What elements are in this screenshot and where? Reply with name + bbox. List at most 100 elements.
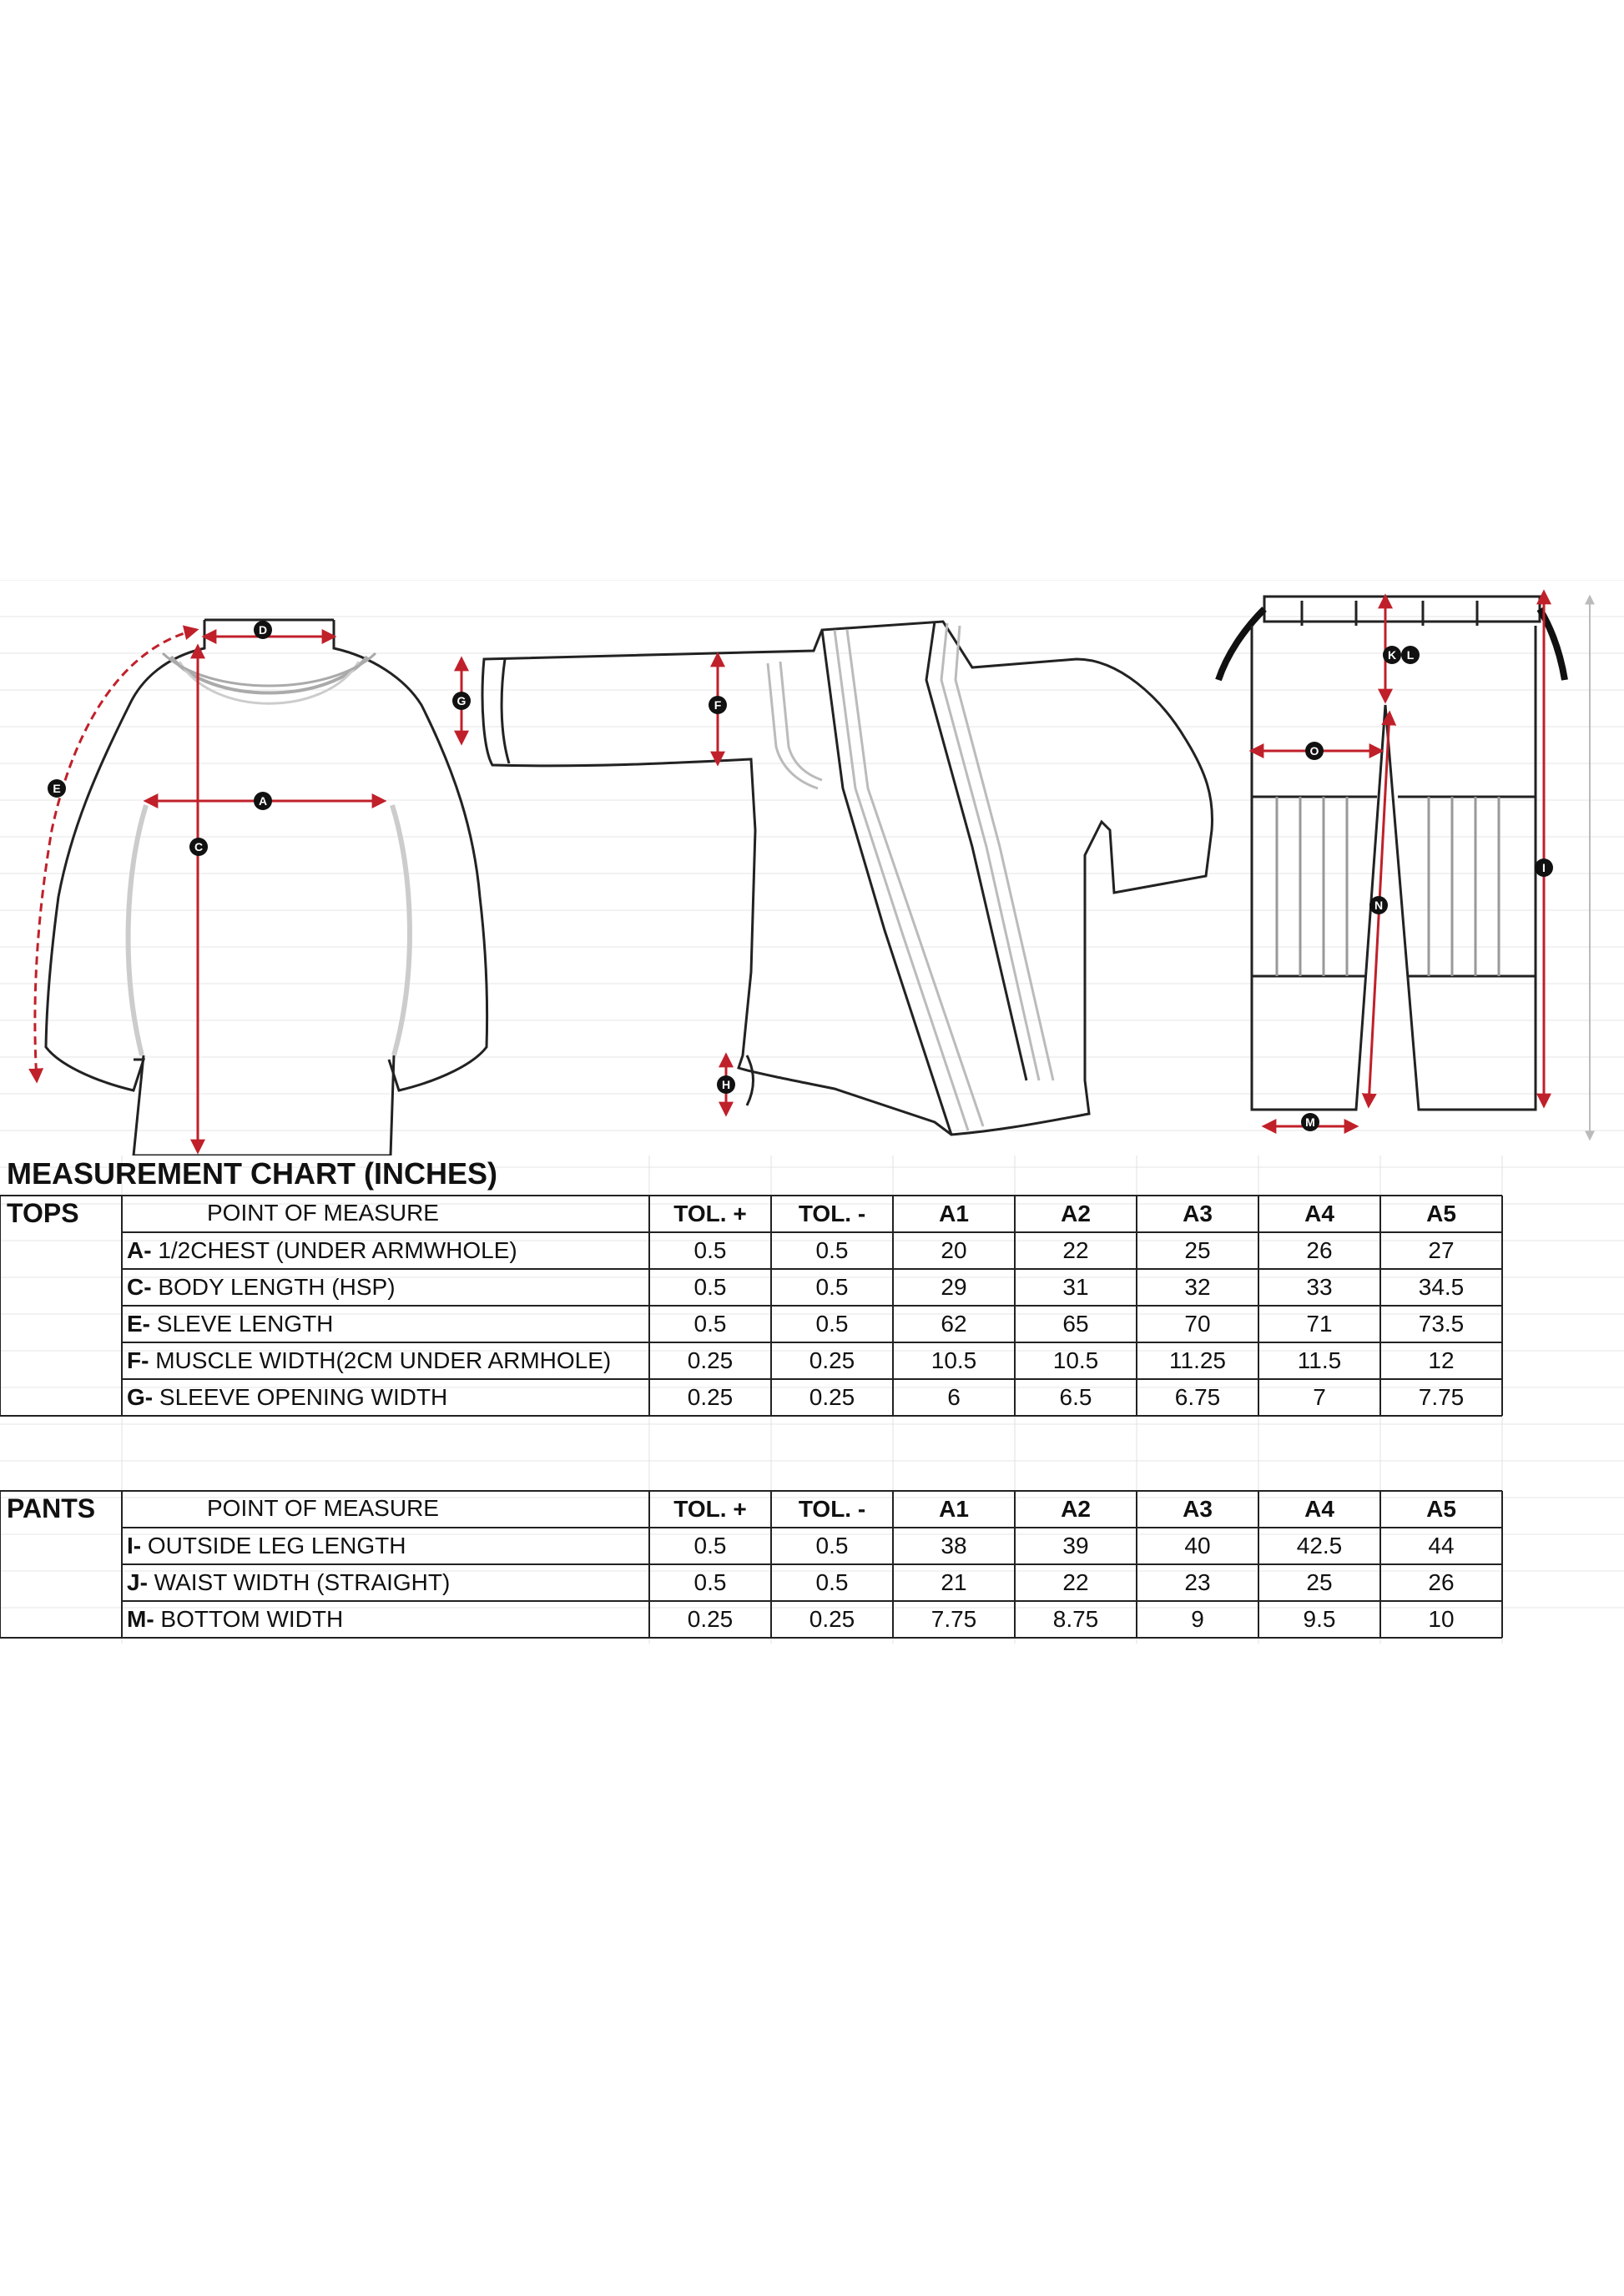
tops-row-text: MUSCLE WIDTH(2CM UNDER ARMHOLE): [149, 1347, 612, 1373]
marker-n: N: [1369, 896, 1388, 914]
pants-value-cell: 0.25: [809, 1606, 855, 1632]
tops-col-header: A5: [1426, 1201, 1456, 1226]
marker-d: D: [254, 621, 272, 639]
pants-value-cell: 8.75: [1052, 1606, 1099, 1632]
marker-a: A: [254, 792, 272, 810]
pants-value-cell: 22: [1062, 1569, 1089, 1595]
tops-value-cell: 34.5: [1418, 1274, 1465, 1300]
marker-m: M: [1301, 1113, 1319, 1131]
tops-value-cell: 31: [1062, 1274, 1089, 1300]
tops-col-header: A3: [1183, 1201, 1213, 1226]
svg-text:D: D: [259, 623, 267, 637]
svg-text:E: E: [53, 782, 60, 795]
marker-i: I: [1535, 858, 1553, 877]
tops-value-cell: 11.25: [1169, 1347, 1226, 1373]
tops-value-cell: 32: [1184, 1274, 1211, 1300]
tops-value-cell: 25: [1184, 1237, 1211, 1263]
marker-e: E: [48, 779, 66, 798]
tops-value-cell: 20: [941, 1237, 967, 1263]
tops-value-cell: 10.5: [931, 1347, 977, 1373]
chart-title: MEASUREMENT CHART (INCHES): [7, 1156, 497, 1191]
tops-row-label: G- SLEEVE OPENING WIDTH: [127, 1379, 649, 1416]
tops-row-text: SLEVE LENGTH: [150, 1311, 334, 1337]
tops-value-cell: 29: [941, 1274, 967, 1300]
marker-f: F: [709, 696, 727, 714]
pants-value-cell: 23: [1184, 1569, 1211, 1595]
marker-c: C: [189, 838, 208, 856]
svg-text:M: M: [1305, 1115, 1315, 1129]
pants-col-header: A3: [1183, 1496, 1213, 1522]
tops-value-cell: 12: [1428, 1347, 1455, 1373]
pants-value-cell: 44: [1428, 1533, 1455, 1558]
pants-col-header: TOL. +: [673, 1496, 747, 1522]
tops-row-code: C-: [127, 1274, 152, 1300]
pants-value-cell: 26: [1428, 1569, 1455, 1595]
jacket-back-measures: [28, 625, 387, 1155]
pants-value-cell: 7.75: [931, 1606, 977, 1632]
pants-front-view: [1215, 595, 1568, 1111]
tops-value-cell: 27: [1428, 1237, 1455, 1263]
tops-value-cell: 6.75: [1174, 1384, 1221, 1410]
tops-poi-header: POINT OF MEASURE: [207, 1200, 439, 1226]
marker-k: K: [1383, 646, 1401, 664]
tops-value-cell: 65: [1062, 1311, 1089, 1337]
svg-text:N: N: [1374, 899, 1383, 912]
tops-value-cell: 0.25: [809, 1347, 855, 1373]
tops-value-cell: 22: [1062, 1237, 1089, 1263]
pants-row-text: OUTSIDE LEG LENGTH: [141, 1533, 406, 1558]
pants-value-cell: 21: [941, 1569, 967, 1595]
jacket-side-view: [481, 620, 1213, 1136]
pants-value-cell: 0.5: [693, 1533, 727, 1558]
tops-value-cell: 0.5: [815, 1274, 849, 1300]
tops-row-code: F-: [127, 1347, 149, 1373]
tops-col-header: TOL. +: [673, 1201, 747, 1226]
svg-text:I: I: [1542, 861, 1546, 874]
tops-row-label: E- SLEVE LENGTH: [127, 1306, 649, 1342]
tops-value-cell: 6.5: [1059, 1384, 1092, 1410]
pants-col-header: A1: [939, 1496, 969, 1522]
svg-text:H: H: [722, 1078, 730, 1091]
pants-value-cell: 10: [1428, 1606, 1455, 1632]
tops-value-cell: 6: [947, 1384, 961, 1410]
pants-value-cell: 40: [1184, 1533, 1211, 1558]
tops-row-label: A- 1/2CHEST (UNDER ARMWHOLE): [127, 1232, 649, 1269]
pants-row-label: I- OUTSIDE LEG LENGTH: [127, 1528, 649, 1564]
tops-value-cell: 0.25: [687, 1384, 734, 1410]
pants-row-text: BOTTOM WIDTH: [154, 1606, 344, 1632]
svg-text:L: L: [1407, 648, 1415, 662]
tops-row-text: 1/2CHEST (UNDER ARMWHOLE): [151, 1237, 517, 1263]
pants-row-label: J- WAIST WIDTH (STRAIGHT): [127, 1564, 649, 1601]
pants-col-header: A5: [1426, 1496, 1456, 1522]
pants-value-cell: 0.5: [693, 1569, 727, 1595]
tops-col-header: A2: [1061, 1201, 1091, 1226]
marker-h: H: [717, 1075, 735, 1094]
tops-col-header: A1: [939, 1201, 969, 1226]
tops-row-label: C- BODY LENGTH (HSP): [127, 1269, 649, 1306]
svg-text:F: F: [714, 698, 722, 712]
pants-poi-header: POINT OF MEASURE: [207, 1495, 439, 1521]
jacket-back-view: [44, 618, 489, 1156]
pants-value-cell: 0.5: [815, 1569, 849, 1595]
tops-col-header: TOL. -: [798, 1201, 866, 1226]
tops-value-cell: 7.75: [1418, 1384, 1465, 1410]
pants-value-cell: 39: [1062, 1533, 1089, 1558]
tops-row-code: A-: [127, 1237, 152, 1263]
tops-value-cell: 33: [1306, 1274, 1333, 1300]
svg-text:K: K: [1388, 648, 1396, 662]
svg-text:G: G: [457, 694, 467, 707]
tops-row-code: E-: [127, 1311, 150, 1337]
pants-value-cell: 9: [1191, 1606, 1204, 1632]
tops-row-text: BODY LENGTH (HSP): [151, 1274, 396, 1300]
marker-g: G: [452, 692, 471, 710]
marker-o: O: [1305, 742, 1324, 760]
pants-row-code: I-: [127, 1533, 142, 1558]
tops-value-cell: 73.5: [1418, 1311, 1465, 1337]
pants-value-cell: 38: [941, 1533, 967, 1558]
pants-col-header: A4: [1304, 1496, 1334, 1522]
tops-row-label: F- MUSCLE WIDTH(2CM UNDER ARMHOLE): [127, 1342, 649, 1379]
tops-value-cell: 7: [1313, 1384, 1326, 1410]
pants-value-cell: 42.5: [1296, 1533, 1343, 1558]
pants-row-text: WAIST WIDTH (STRAIGHT): [147, 1569, 451, 1595]
svg-text:A: A: [259, 794, 267, 808]
